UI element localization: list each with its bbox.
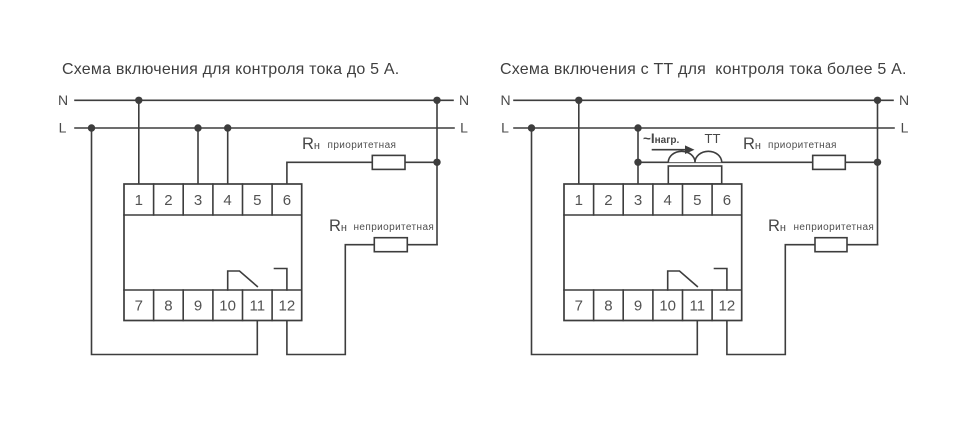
terminal-label: 11 — [690, 298, 706, 315]
line-label-right: L — [460, 120, 468, 136]
right-diagram-title: Схема включения с ТТ для контроля тока б… — [500, 61, 907, 78]
terminal-label: 4 — [223, 192, 231, 209]
priority-load-name: приоритетная — [768, 140, 837, 151]
junction-dot — [135, 96, 143, 105]
junction-dot — [575, 96, 583, 105]
wire-terminal12-nonpriority-load — [726, 243, 879, 356]
relay-contact-blade — [226, 270, 259, 291]
terminal-label: 5 — [693, 192, 701, 209]
priority-load-symbol: Rн — [302, 135, 320, 153]
left-diagram-title: Схема включения для контроля тока до 5 А… — [62, 61, 399, 78]
relay-contact-fixed — [273, 267, 288, 291]
priority-load-symbol: Rн — [743, 135, 761, 153]
priority-load-name: приоритетная — [328, 140, 397, 151]
ct-winding-humps — [667, 150, 723, 163]
nonpriority-load-name: неприоритетная — [354, 222, 435, 233]
relay-contact-blade — [666, 270, 699, 291]
ct-label: ТТ — [705, 131, 721, 146]
terminal-label: 7 — [135, 298, 143, 315]
neutral-label-right: N — [899, 92, 909, 108]
terminal-label: 4 — [664, 192, 672, 209]
junction-dot — [433, 158, 441, 166]
terminal-label: 1 — [135, 192, 143, 209]
terminal-label: 6 — [723, 192, 731, 209]
terminal-label: 1 — [575, 192, 583, 209]
terminal-label: 7 — [575, 298, 583, 315]
terminal-label: 8 — [604, 298, 612, 315]
wire-terminal12-nonpriority-load — [286, 243, 438, 356]
wire-terminal11-to-l-loop — [90, 127, 259, 356]
terminal-label: 11 — [250, 298, 266, 315]
resistor-nonpriority-load — [814, 236, 848, 253]
junction-dot — [87, 124, 96, 132]
wire-terminal6-priority-load — [286, 161, 438, 185]
terminal-label: 9 — [634, 298, 642, 315]
terminal-label: 2 — [604, 192, 612, 209]
line-label-left: L — [59, 120, 67, 136]
nonpriority-load-symbol: Rн — [768, 217, 786, 235]
terminal-label: 2 — [164, 192, 172, 209]
nonpriority-load-symbol: Rн — [329, 217, 347, 235]
neutral-label-left: N — [500, 92, 510, 108]
terminal-label: 12 — [719, 298, 736, 315]
terminal-dividers — [152, 183, 273, 322]
resistor-priority-load — [371, 154, 406, 171]
terminal-label: 8 — [164, 298, 172, 315]
terminal-label: 5 — [253, 192, 261, 209]
resistor-priority-load — [811, 154, 847, 171]
terminal-label: 6 — [283, 192, 291, 209]
junction-dot — [527, 124, 536, 132]
junction-dot — [873, 96, 882, 105]
terminal-label: 3 — [634, 192, 642, 209]
junction-dot — [634, 124, 642, 132]
terminal-label: 3 — [194, 192, 202, 209]
left-diagram: Схема включения для контроля тока до 5 А… — [58, 61, 469, 356]
junction-dot — [873, 158, 882, 166]
neutral-label-right: N — [459, 92, 469, 108]
nonpriority-load-name: неприоритетная — [794, 222, 875, 233]
terminal-label: 10 — [219, 298, 236, 315]
junction-dot — [194, 124, 202, 132]
ct-secondary-box — [667, 165, 723, 185]
terminal-label: 9 — [194, 298, 202, 315]
resistor-nonpriority-load — [373, 236, 409, 253]
line-label-left: L — [501, 120, 509, 136]
neutral-label-left: N — [58, 92, 68, 108]
relay-contact-fixed — [713, 267, 728, 291]
terminal-label: 12 — [279, 298, 296, 315]
wire-terminal11-to-l-loop — [530, 127, 699, 356]
junction-dot — [433, 96, 441, 105]
right-diagram: Схема включения с ТТ для контроля тока б… — [500, 61, 909, 356]
terminal-dividers — [592, 183, 713, 322]
junction-dot — [224, 124, 232, 132]
terminal-label: 10 — [659, 298, 676, 315]
line-label-right: L — [901, 120, 909, 136]
load-current-arrow-head — [685, 145, 695, 154]
junction-dot — [634, 158, 642, 166]
load-current-label: ~Iнагр. — [643, 131, 680, 146]
